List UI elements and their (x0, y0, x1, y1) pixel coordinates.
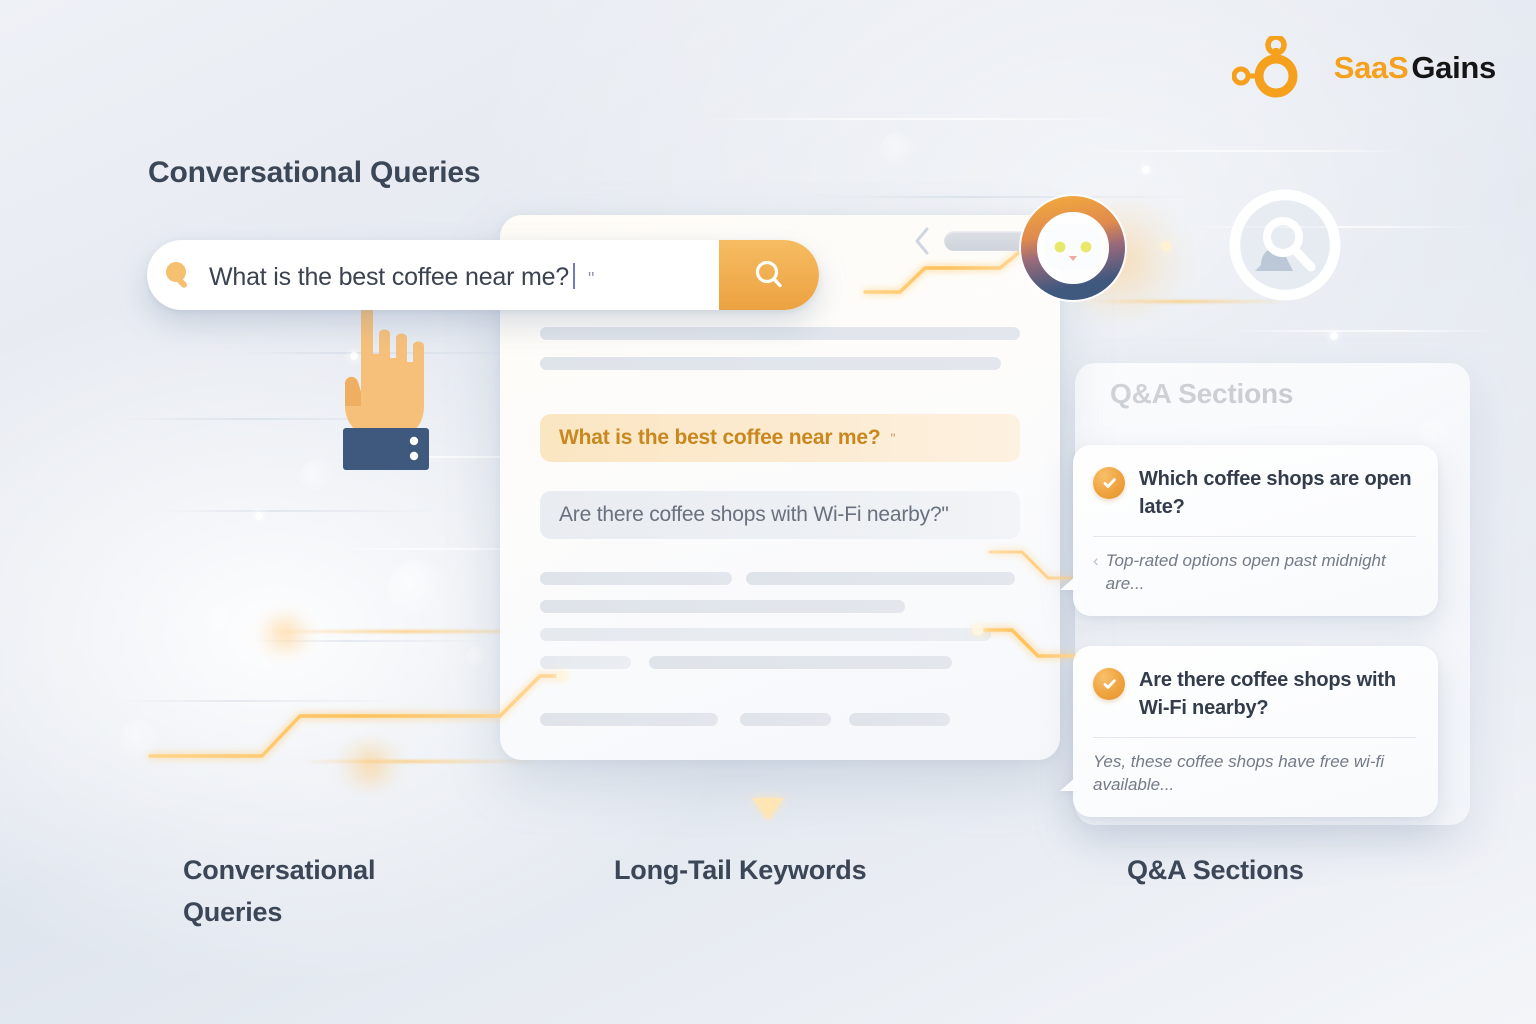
divider (1093, 736, 1416, 738)
search-submit-button[interactable] (719, 240, 819, 310)
qa-card-tail (1060, 774, 1078, 791)
suggestion-row-highlighted[interactable]: What is the best coffee near me? " (540, 414, 1020, 462)
suggestion-text: Are there coffee shops with Wi-Fi nearby… (559, 503, 949, 526)
skeleton-bar (540, 628, 992, 641)
section-heading-conversational-queries: Conversational Queries (148, 156, 481, 189)
card-toolbar-chip (912, 225, 1030, 257)
search-quote-mark: " (588, 268, 596, 289)
qa-answer-row: ‹ Top-rated options open past midnight a… (1093, 549, 1416, 596)
search-results-content: What is the best coffee near me? " Are t… (540, 215, 1020, 726)
suggestion-row-secondary[interactable]: Are there coffee shops with Wi-Fi nearby… (540, 491, 1020, 539)
qa-answer: Yes, these coffee shops have free wi-fi … (1093, 751, 1385, 795)
text-caret (573, 262, 576, 289)
logo-text-saas: SaaS (1333, 49, 1409, 85)
qa-card-header: Are there coffee shops with Wi-Fi nearby… (1093, 666, 1416, 723)
footer-label-conversational-queries: Conversational Queries (183, 850, 483, 934)
person-search-magnifier-icon (1229, 189, 1341, 301)
logo-wordmark: SaaSGains (1333, 49, 1497, 85)
divider (1093, 535, 1416, 537)
check-badge-icon (1093, 668, 1125, 700)
search-bar[interactable]: What is the best coffee near me? " (147, 240, 819, 310)
brand-logo[interactable]: SaaSGains (1231, 36, 1497, 98)
suggestion-quote-mark: " (890, 430, 897, 446)
check-badge-icon (1093, 467, 1125, 499)
pointing-hand-cursor-icon (343, 294, 429, 470)
qa-answer-row: Yes, these coffee shops have free wi-fi … (1093, 750, 1416, 797)
logo-text-gains: Gains (1411, 49, 1496, 85)
qa-question: Which coffee shops are open late? (1139, 468, 1412, 519)
skeleton-row (540, 572, 1020, 585)
toolbar-pill (944, 231, 1030, 251)
footer-label-line1: Conversational (183, 855, 376, 885)
qa-card-tail (1060, 573, 1078, 590)
skeleton-bar (540, 357, 1001, 370)
search-icon (147, 258, 209, 292)
qa-card[interactable]: Are there coffee shops with Wi-Fi nearby… (1060, 646, 1438, 817)
skeleton-bar (540, 600, 905, 613)
network-node-icon (1231, 36, 1298, 98)
search-query-value: What is the best coffee near me? (209, 262, 570, 291)
qa-card-header: Which coffee shops are open late? (1093, 465, 1416, 522)
footer-label-qa-sections: Q&A Sections (1127, 855, 1304, 885)
chevron-left-icon[interactable] (912, 225, 932, 257)
footer-label-long-tail-keywords: Long-Tail Keywords (614, 855, 867, 885)
footer-label-line2: Queries (183, 896, 283, 927)
search-input[interactable]: What is the best coffee near me? " (209, 259, 719, 292)
search-icon (755, 260, 782, 288)
ai-robot-assistant-icon (1019, 194, 1127, 302)
skeleton-row (540, 656, 1020, 669)
suggestion-text: What is the best coffee near me? (559, 426, 881, 449)
skeleton-row (540, 713, 1020, 726)
qa-question: Are there coffee shops with Wi-Fi nearby… (1139, 669, 1396, 720)
skeleton-bar (540, 327, 1020, 340)
chevron-left-icon: ‹ (1093, 550, 1099, 570)
qa-card[interactable]: Which coffee shops are open late? ‹ Top-… (1060, 445, 1438, 616)
qa-answer: Top-rated options open past midnight are… (1105, 550, 1386, 594)
